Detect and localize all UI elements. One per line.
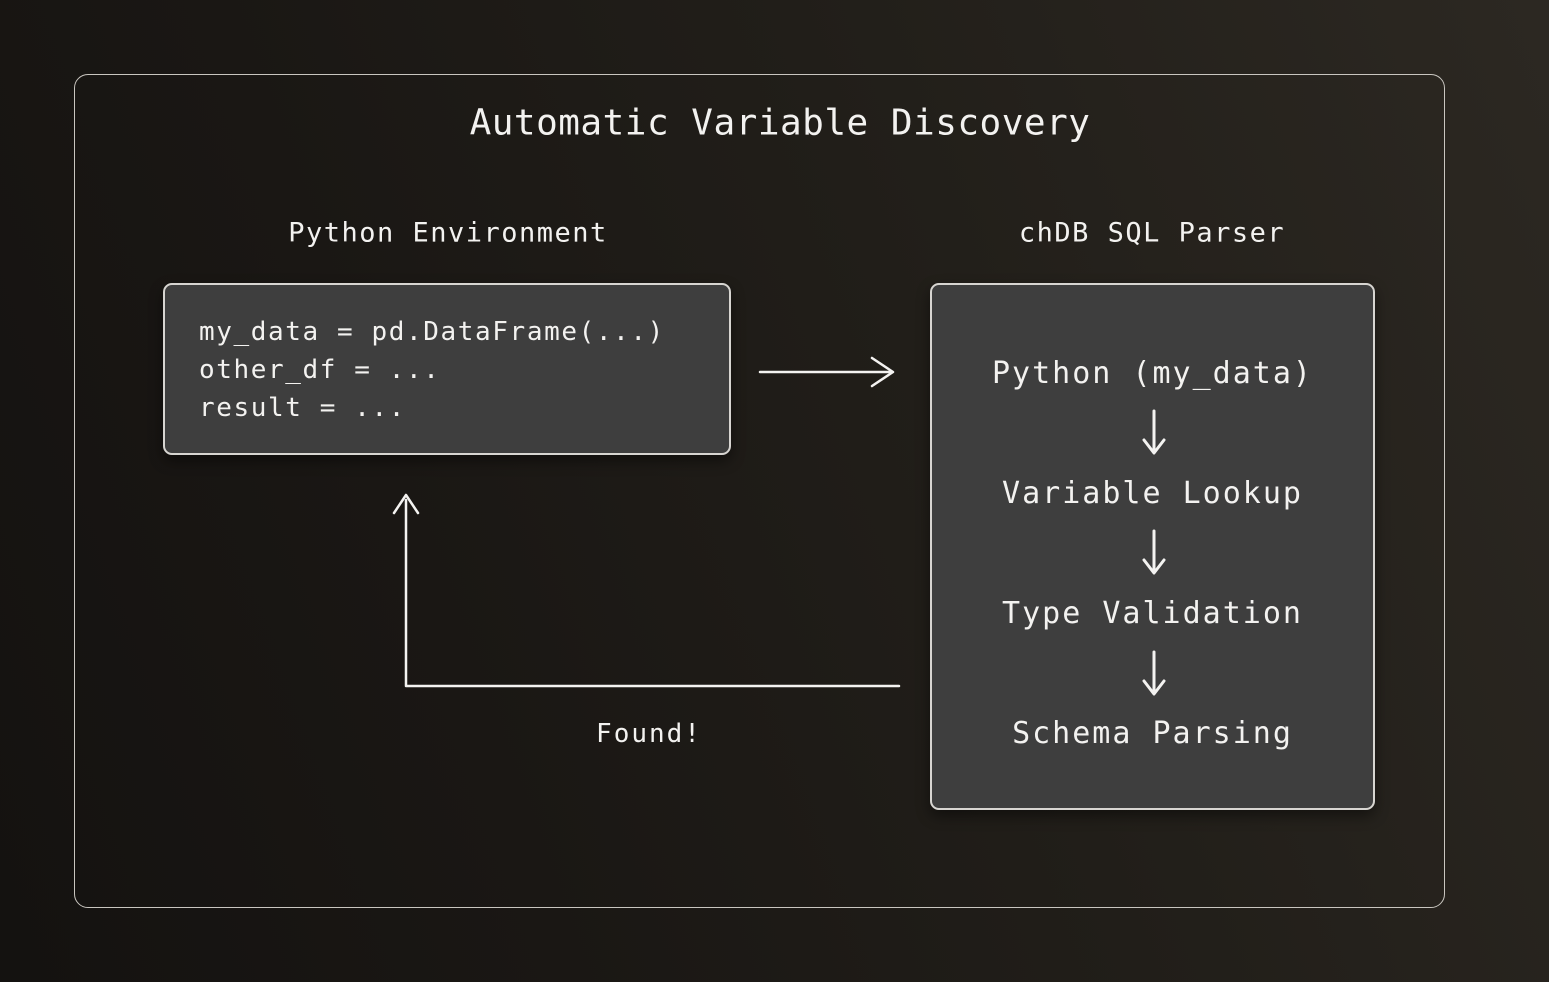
python-environment-heading: Python Environment: [288, 217, 608, 249]
parser-pipeline-box: Python (my_data) Variable Lookup Type Va…: [930, 283, 1375, 810]
python-code-box: my_data = pd.DataFrame(...) other_df = .…: [163, 283, 731, 455]
stage-variable-lookup: Variable Lookup: [1002, 476, 1303, 511]
code-line: other_df = ...: [199, 355, 441, 385]
code-line: my_data = pd.DataFrame(...): [199, 317, 665, 347]
stage-type-validation: Type Validation: [1002, 596, 1303, 631]
down-arrow-icon: [1142, 529, 1166, 575]
page-title: Automatic Variable Discovery: [469, 102, 1091, 144]
stage-python-my-data: Python (my_data): [992, 356, 1313, 391]
chdb-sql-parser-heading: chDB SQL Parser: [1018, 217, 1286, 249]
down-arrow-icon: [1142, 409, 1166, 455]
stage-schema-parsing: Schema Parsing: [1012, 716, 1293, 751]
found-label: Found!: [596, 719, 702, 749]
diagram-frame: [74, 74, 1445, 908]
code-line: result = ...: [199, 393, 407, 423]
down-arrow-icon: [1142, 650, 1166, 696]
